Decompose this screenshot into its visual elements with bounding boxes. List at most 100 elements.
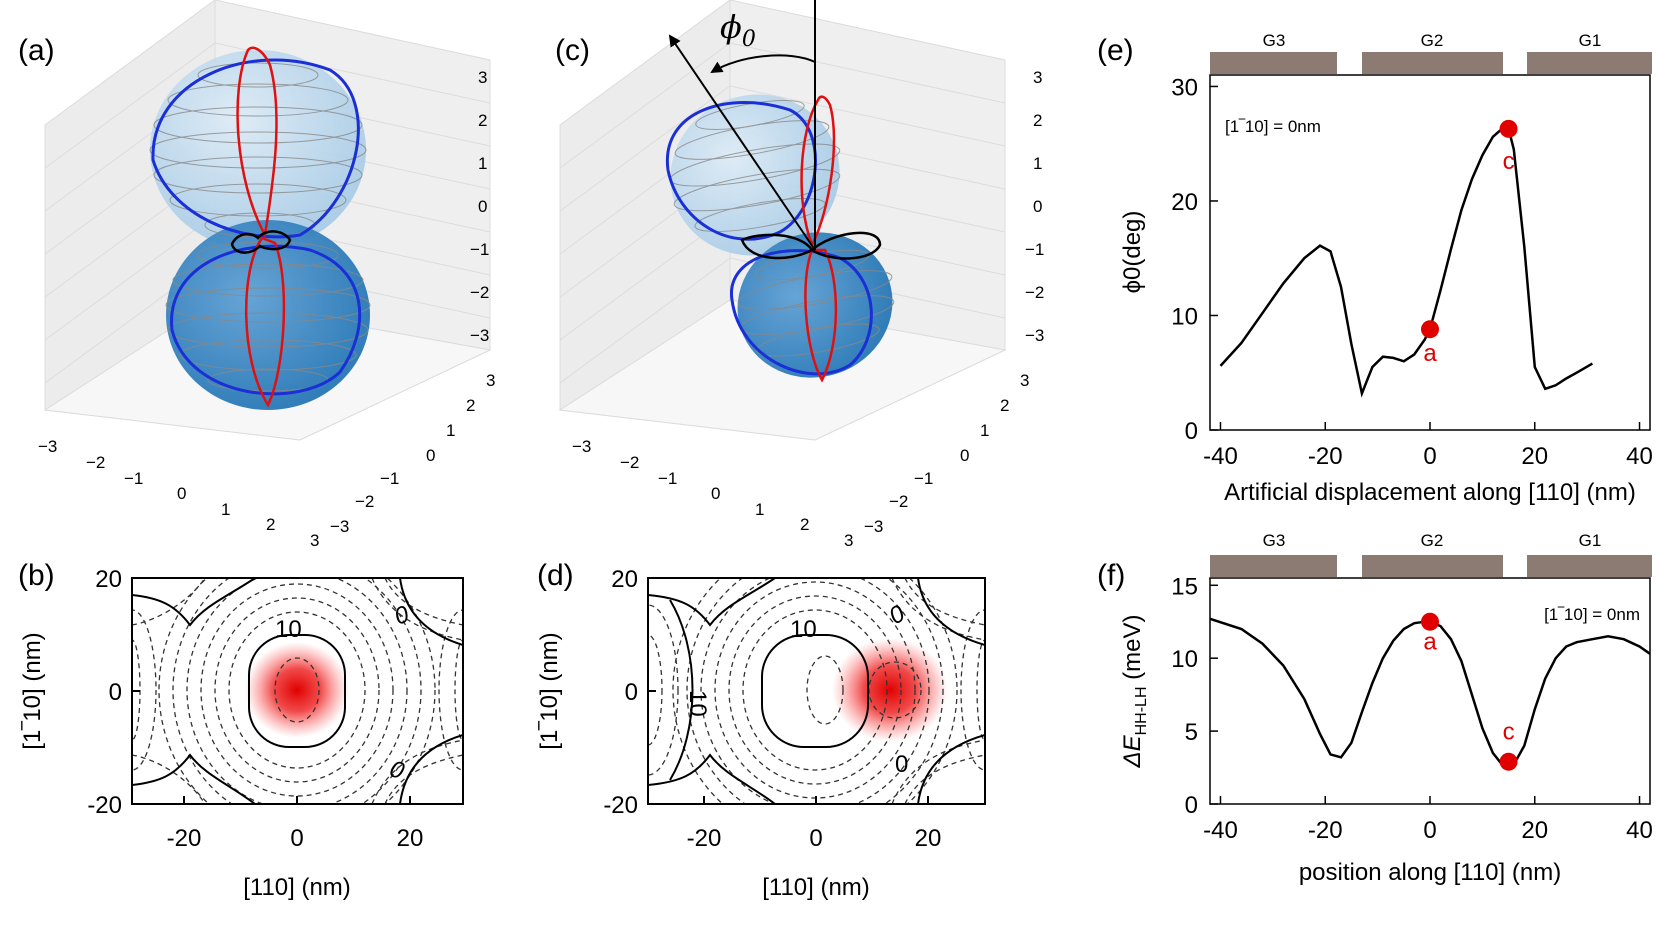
gate-bar-e: G3 G2 G1	[1210, 31, 1652, 74]
x-axis-label-e: Artificial displacement along [110] (nm)	[1224, 479, 1636, 506]
z-tick-label: 2	[1033, 111, 1042, 130]
x-tick-label: -20	[1308, 443, 1343, 470]
x-tick-label: -40	[1203, 817, 1238, 844]
panel-label-d: (d)	[537, 559, 574, 592]
y-tick-label: 3	[486, 371, 495, 390]
y-tick-label: -20	[87, 792, 122, 819]
contour-label: 0	[895, 751, 908, 778]
contour-label: 10	[790, 616, 817, 643]
y-tick-label: 10	[1171, 303, 1198, 330]
blue-curve-bottom-a	[170, 244, 362, 396]
gate-g1	[1527, 555, 1652, 577]
y-tick-label: 1	[980, 421, 989, 440]
y-tick-label: −3	[330, 517, 349, 536]
z-tick-label: 1	[478, 154, 487, 173]
panel-label-f: (f)	[1097, 559, 1125, 592]
x-tick-label: 3	[844, 531, 853, 550]
y-tick-label: 3	[1020, 371, 1029, 390]
x-tick-label: 2	[266, 515, 275, 534]
y-axis-label-e: ϕ0(deg)	[1119, 211, 1146, 294]
z-tick-label: −1	[1025, 240, 1044, 259]
y-tick-label: 10	[1171, 646, 1198, 673]
gate-g3	[1210, 52, 1337, 74]
panel-a: (a) 3	[18, 0, 495, 550]
gate-g1	[1527, 52, 1652, 74]
x-tick-label: 0	[1423, 817, 1436, 844]
x-tick-label: 0	[809, 825, 822, 852]
data-point-label: a	[1423, 629, 1437, 656]
y-tick-label: 20	[611, 566, 638, 593]
y-axis-label-main: ΔE	[1119, 734, 1146, 768]
x-tick-label: −3	[572, 437, 591, 456]
x-tick-label: 0	[711, 484, 720, 503]
contour-label: 10	[275, 616, 302, 643]
x-tick-label: 0	[177, 484, 186, 503]
y-tick-label: −1	[380, 469, 399, 488]
y-tick-label: −2	[355, 492, 374, 511]
x-tick-label: -20	[687, 825, 722, 852]
x-tick-label: -20	[1308, 817, 1343, 844]
contour-label: 0	[885, 600, 911, 630]
z-tick-label: −3	[470, 326, 489, 345]
annotation-f: [1‾10] = 0nm	[1544, 605, 1640, 624]
y-axis-label-d: [1‾10] (nm)	[536, 632, 563, 749]
y-axis-label-f: ΔEHH-LH (meV)	[1119, 615, 1150, 769]
gate-label: G3	[1263, 531, 1286, 550]
red-curve-top-a	[236, 46, 278, 239]
z-ticks-c: 3 2 1 0 −1 −2 −3	[1025, 68, 1044, 345]
y-tick-label: 2	[1000, 396, 1009, 415]
gate-label: G2	[1421, 31, 1444, 50]
annotation-e: [1‾10] = 0nm	[1225, 117, 1321, 136]
series-line-delta-e	[1209, 617, 1651, 769]
x-tick-label: 2	[800, 515, 809, 534]
data-point-a	[1421, 320, 1439, 339]
y-tick-label: −1	[914, 469, 933, 488]
x-tick-label: 20	[397, 825, 424, 852]
highlight-points-f: ac	[1421, 612, 1518, 771]
phi-arc-arrow	[710, 54, 816, 74]
contour-field-d	[648, 578, 985, 804]
z-tick-label: 0	[478, 197, 487, 216]
tick-marks-e	[1210, 85, 1641, 431]
y-axis-label-sub: HH-LH	[1133, 687, 1150, 736]
data-point-label: c	[1503, 719, 1515, 746]
x-tick-label: 20	[915, 825, 942, 852]
black-curve-a	[230, 230, 292, 254]
y-ticks-a: −3 −2 −1 0 1 2 3	[330, 371, 495, 536]
x-axis-label-d: [110] (nm)	[762, 874, 870, 901]
series-line-phi0	[1219, 126, 1594, 398]
red-curve-bottom-c	[804, 248, 838, 383]
y-tick-label: −2	[889, 492, 908, 511]
y-ticks-c: −3 −2 −1 0 1 2 3	[864, 371, 1029, 536]
y-tick-label: 2	[466, 396, 475, 415]
z-tick-label: 1	[1033, 154, 1042, 173]
lobe-top-a	[150, 50, 366, 250]
blue-curve-top-a	[151, 58, 360, 239]
x-tick-label: −1	[658, 469, 677, 488]
blue-curve-bottom-c	[730, 249, 873, 376]
y-tick-label: 1	[446, 421, 455, 440]
x-ticks-a: −3 −2 −1 0 1 2 3	[38, 437, 319, 550]
tilted-axis-arrow	[668, 34, 816, 251]
wavefunction-density-d	[832, 638, 948, 742]
contour-labels-d: 10 10 0 0	[684, 600, 910, 778]
phi0-label: ϕ0	[720, 8, 756, 52]
y-ticks-d: 20 0 -20	[603, 566, 656, 819]
z-tick-label: −3	[1025, 326, 1044, 345]
tick-marks-f	[1210, 584, 1641, 805]
x-tick-label: 40	[1626, 443, 1653, 470]
gate-g2	[1362, 555, 1503, 577]
x-tick-label: 0	[1423, 443, 1436, 470]
x-ticks-c: −3 −2 −1 0 1 2 3	[572, 437, 853, 550]
data-point-label: a	[1423, 340, 1437, 367]
gate-label: G1	[1579, 531, 1602, 550]
x-tick-label: 1	[221, 500, 230, 519]
wavefunction-density-b	[245, 642, 349, 738]
y-tick-label: 0	[426, 446, 435, 465]
panel-b: (b) 10	[18, 559, 464, 901]
x-axis-label-f: position along [110] (nm)	[1299, 859, 1561, 886]
